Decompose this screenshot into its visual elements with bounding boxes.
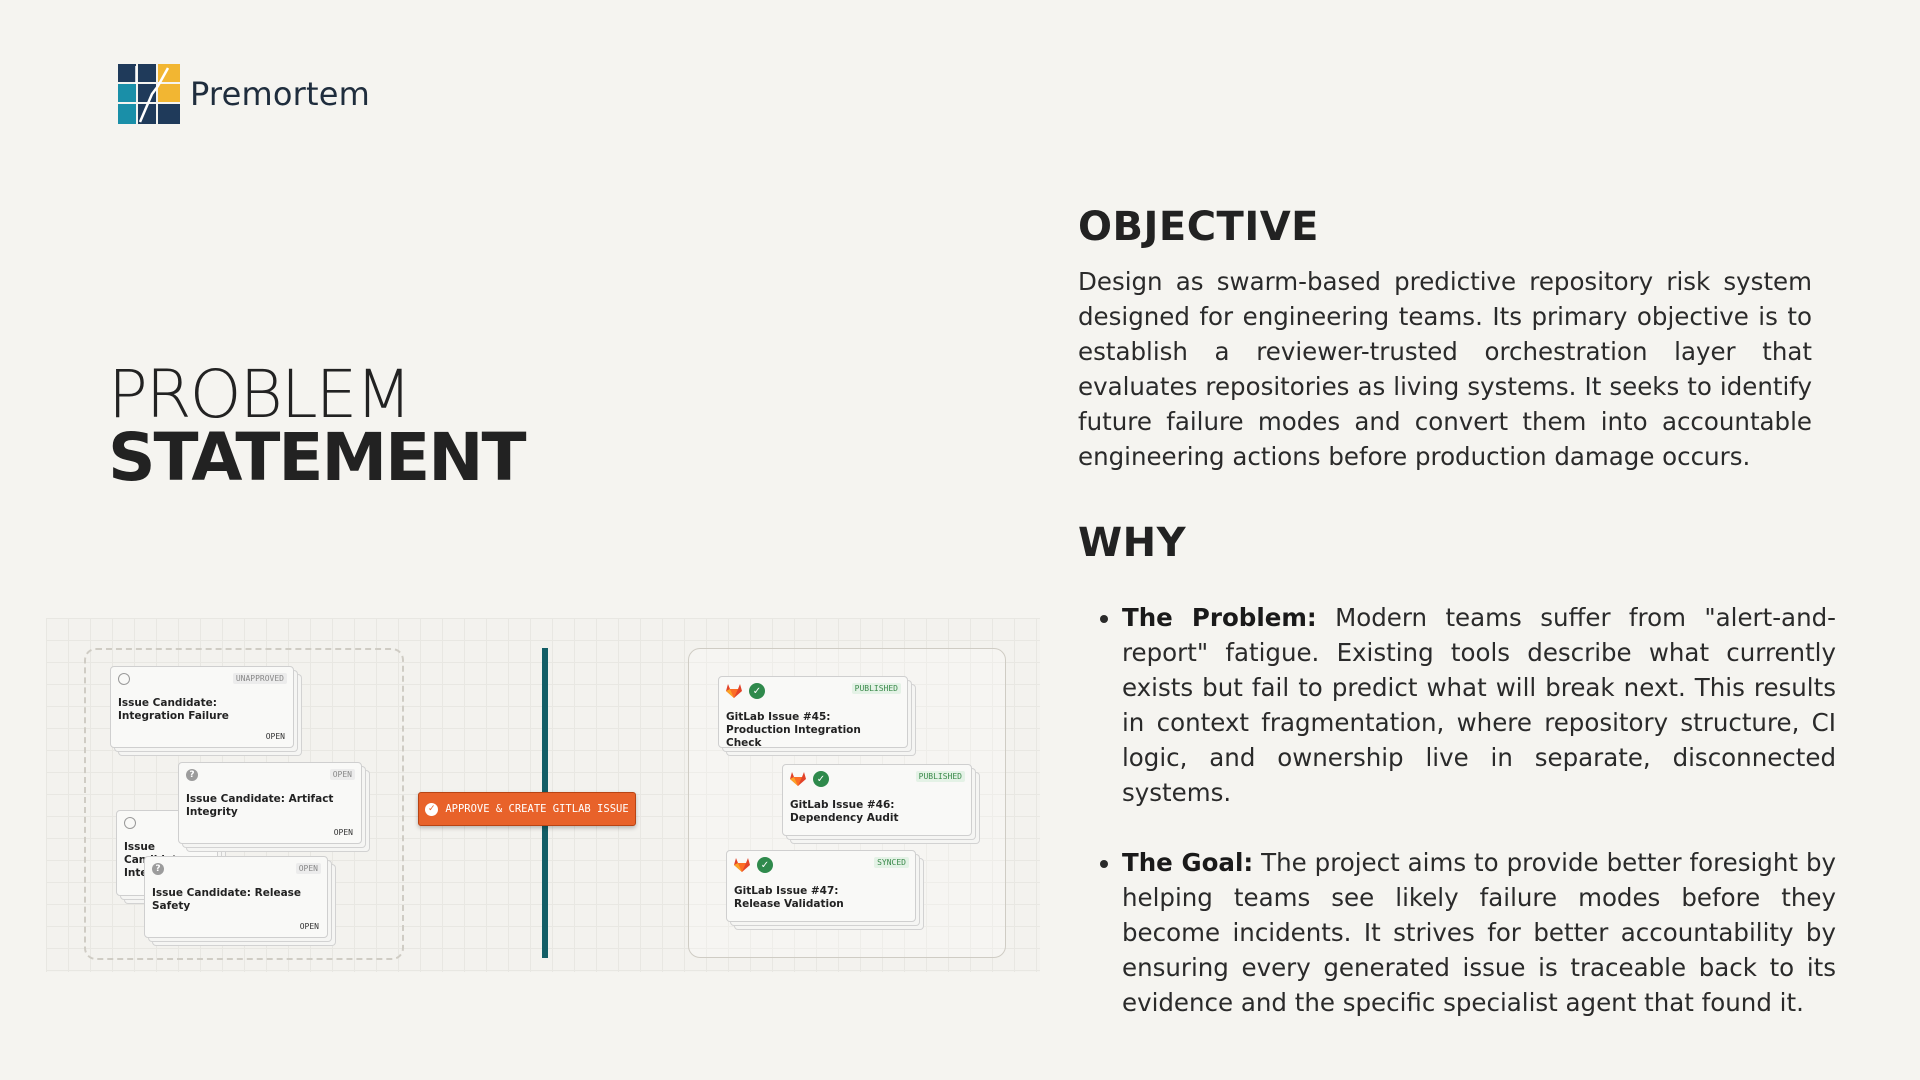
objective-title: OBJECTIVE xyxy=(1078,204,1320,250)
status-badge: OPEN xyxy=(295,863,321,874)
clock-icon xyxy=(124,817,136,829)
approve-create-gitlab-issue-button[interactable]: ✓ APPROVE & CREATE GITLAB ISSUE xyxy=(418,792,636,826)
brand-name: Premortem xyxy=(190,75,370,113)
gitlab-issue-card[interactable]: ✓ SYNCED GitLab Issue #47: Release Valid… xyxy=(726,850,916,922)
question-icon: ? xyxy=(152,863,164,875)
card-title: Issue Candidate: Integration Failure xyxy=(118,697,229,722)
gitlab-issue-card[interactable]: ✓ PUBLISHED GitLab Issue #46: Dependency… xyxy=(782,764,972,836)
candidate-card[interactable]: ? OPEN Issue Candidate: Release Safety O… xyxy=(144,856,328,938)
gitlab-fox-icon xyxy=(734,858,750,872)
candidate-card[interactable]: ? OPEN Issue Candidate: Artifact Integri… xyxy=(178,762,362,844)
card-title: Issue Candidate: Artifact Integrity xyxy=(186,793,334,818)
clock-icon xyxy=(118,673,130,685)
candidates-zone xyxy=(84,648,404,960)
gitlab-fox-icon xyxy=(726,684,742,698)
check-circle-icon: ✓ xyxy=(425,802,439,816)
gitlab-issue-card[interactable]: ✓ PUBLISHED GitLab Issue #45: Production… xyxy=(718,676,908,749)
why-item-problem: The Problem: Modern teams suffer from "a… xyxy=(1122,600,1836,810)
card-title: Issue Candidate: Release Safety xyxy=(152,887,302,912)
why-item-label: The Goal: xyxy=(1122,848,1254,877)
card-status: OPEN xyxy=(333,828,353,837)
brand-logo: Premortem xyxy=(118,64,370,124)
objective-section: OBJECTIVE Design as swarm-based predicti… xyxy=(1078,204,1812,474)
workflow-illustration: UNAPPROVED Issue Candidate: Integration … xyxy=(46,618,1040,972)
status-badge: PUBLISHED xyxy=(915,771,965,782)
status-badge: SYNCED xyxy=(874,857,909,868)
candidate-card[interactable]: UNAPPROVED Issue Candidate: Integration … xyxy=(110,666,294,748)
heading-line-2: STATEMENT xyxy=(108,418,527,496)
card-status: OPEN xyxy=(265,732,285,741)
card-status: OPEN xyxy=(299,922,319,931)
why-title-wrap: WHY xyxy=(1078,520,1812,566)
why-list: The Problem: Modern teams suffer from "a… xyxy=(1098,600,1836,1055)
check-circle-icon: ✓ xyxy=(757,857,773,873)
question-icon: ? xyxy=(186,769,198,781)
gitlab-fox-icon xyxy=(790,772,806,786)
why-item-label: The Problem: xyxy=(1122,603,1317,632)
status-badge: UNAPPROVED xyxy=(232,673,287,684)
status-badge: OPEN xyxy=(329,769,355,780)
problem-statement-heading: PROBLEM STATEMENT xyxy=(108,356,527,496)
card-title: GitLab Issue #47: Release Validation xyxy=(734,885,844,910)
check-circle-icon: ✓ xyxy=(749,683,765,699)
card-title: GitLab Issue #45: Production Integration… xyxy=(726,711,861,749)
heading-line-1: PROBLEM xyxy=(108,356,412,433)
approve-button-label: APPROVE & CREATE GITLAB ISSUE xyxy=(445,803,629,815)
card-title: GitLab Issue #46: Dependency Audit xyxy=(790,799,899,824)
why-item-text: The project aims to provide better fores… xyxy=(1122,848,1836,1017)
status-badge: PUBLISHED xyxy=(851,683,901,694)
why-item-goal: The Goal: The project aims to provide be… xyxy=(1122,845,1836,1020)
check-circle-icon: ✓ xyxy=(813,771,829,787)
objective-body: Design as swarm-based predictive reposit… xyxy=(1078,267,1812,471)
premortem-logo-icon xyxy=(118,64,180,124)
why-title: WHY xyxy=(1078,520,1187,566)
why-item-text: Modern teams suffer from "alert-and-repo… xyxy=(1122,603,1836,807)
